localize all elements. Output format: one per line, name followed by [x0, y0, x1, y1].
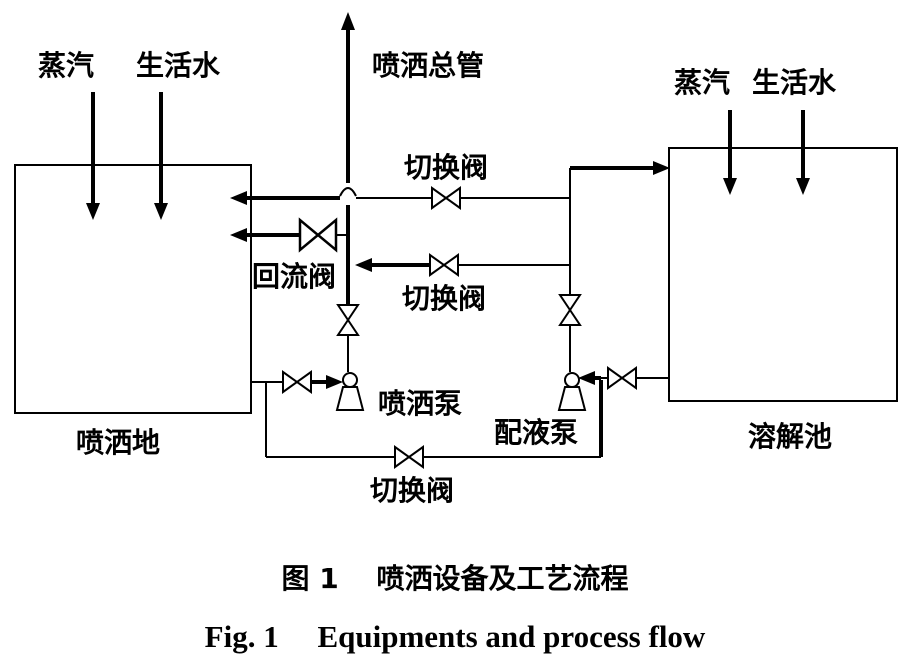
- mixing-pump-icon: [557, 372, 587, 411]
- right-vertical-valve-icon: [558, 294, 582, 326]
- switch-valve-top-icon: [431, 186, 461, 210]
- spray-main-header-pipe: [339, 12, 357, 305]
- switch-valve-bottom-icon: [394, 445, 424, 469]
- caption-english: Fig. 1 Equipments and process flow: [205, 619, 706, 654]
- spray-pump-icon: [335, 372, 365, 411]
- spray-tank-label: 喷洒地: [76, 426, 160, 459]
- steam-right-label: 蒸汽: [674, 66, 730, 99]
- left-steam-inlet-arrow: [86, 92, 100, 220]
- middle-switch-pipe: [355, 258, 570, 272]
- mixing-pump-inlet-valve-icon: [607, 366, 637, 390]
- water-right-label: 生活水: [752, 66, 837, 99]
- top-return-pipe: [230, 191, 570, 205]
- switch-valve-top-label: 切换阀: [404, 151, 488, 184]
- left-water-inlet-arrow: [154, 92, 168, 220]
- right-steam-inlet-arrow: [723, 110, 737, 195]
- water-left-label: 生活水: [136, 49, 221, 82]
- spray-tank-box: [14, 164, 252, 414]
- return-valve-icon: [298, 217, 338, 253]
- dissolve-tank-box: [668, 147, 898, 402]
- spray-main-label: 喷洒总管: [372, 49, 484, 82]
- return-valve-label: 回流阀: [252, 260, 336, 293]
- steam-left-label: 蒸汽: [38, 49, 94, 82]
- spray-pump-vertical-valve-icon: [336, 304, 360, 336]
- return-valve-pipe: [230, 228, 348, 242]
- switch-valve-middle-icon: [429, 253, 459, 277]
- right-water-inlet-arrow: [796, 110, 810, 195]
- spray-pump-label: 喷洒泵: [378, 387, 462, 420]
- right-column-pipe: [569, 161, 670, 372]
- caption-chinese: 图 1 喷洒设备及工艺流程: [282, 562, 629, 595]
- switch-valve-bottom-label: 切换阀: [370, 474, 454, 507]
- switch-valve-middle-label: 切换阀: [402, 282, 486, 315]
- mixing-pump-label: 配液泵: [494, 416, 578, 449]
- bottom-loop-pipe: [265, 371, 603, 458]
- dissolve-tank-label: 溶解池: [748, 420, 832, 453]
- spray-pump-inlet-valve-icon: [282, 370, 312, 394]
